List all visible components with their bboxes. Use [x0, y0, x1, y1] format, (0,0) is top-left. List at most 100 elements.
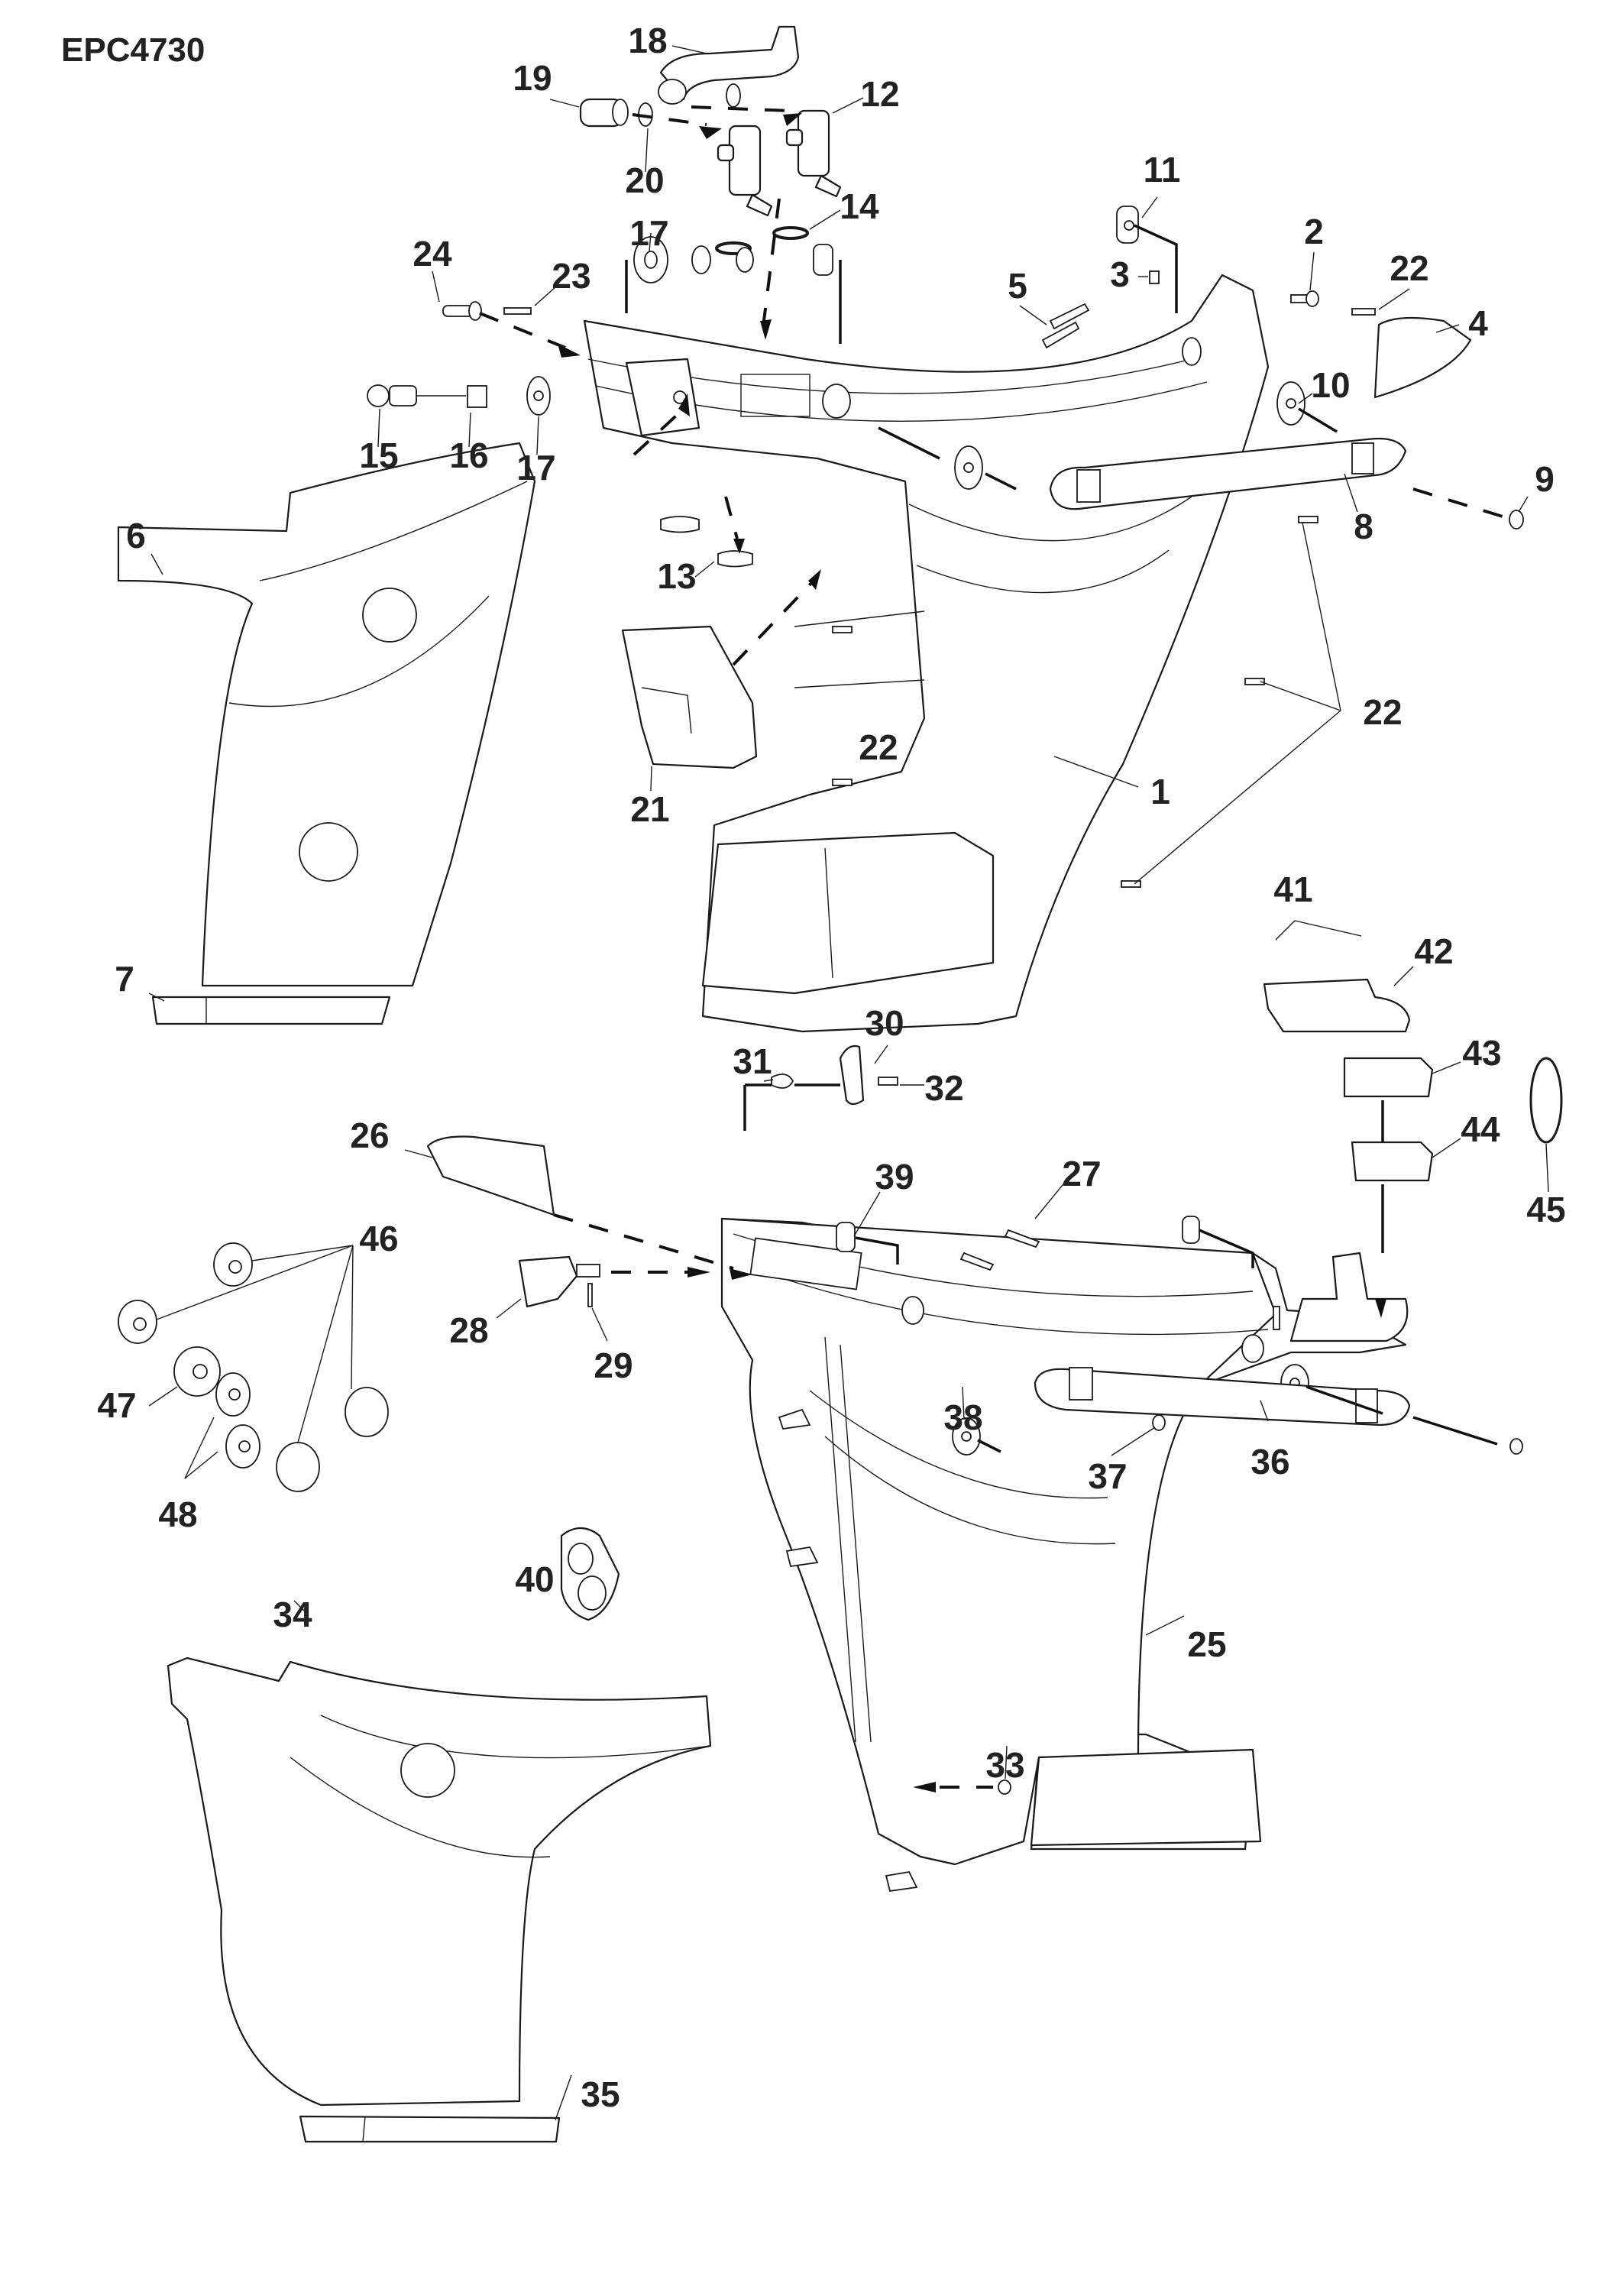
strip-part-35: [299, 2115, 561, 2143]
diagram-title: EPC4730: [61, 31, 205, 69]
strip-part-7: [151, 996, 391, 1025]
bracket-lower-right: [1289, 1252, 1409, 1342]
screw-part-33: [998, 1779, 1011, 1795]
connector-part-16: [467, 385, 487, 408]
callout-43: 43: [1462, 1033, 1501, 1073]
callout-17-lower: 17: [516, 448, 555, 487]
callout-1: 1: [1150, 772, 1170, 811]
screw-part-2: [1290, 290, 1319, 307]
o-ring-part-14: [715, 226, 809, 255]
grommet-part-17-top: [633, 236, 754, 283]
callout-2: 2: [1304, 212, 1324, 251]
callout-13: 13: [657, 556, 696, 596]
callout-11: 11: [1144, 150, 1181, 189]
callout-18: 18: [628, 21, 667, 60]
callout-15: 15: [359, 436, 398, 475]
cap-part-4: [1373, 316, 1472, 399]
callout-20: 20: [625, 160, 664, 200]
screw-part-37: [1152, 1414, 1166, 1431]
callout-22-right: 22: [1363, 692, 1402, 732]
fitting-part-19: [579, 98, 629, 128]
cap-part-26: [426, 1135, 555, 1216]
screw-part-9: [1509, 510, 1524, 529]
strap-part-36: [1034, 1367, 1411, 1426]
callout-46: 46: [359, 1219, 398, 1258]
callout-23: 23: [552, 256, 590, 296]
clip-nut-right: [1182, 1216, 1200, 1244]
callout-34: 34: [273, 1595, 312, 1634]
callout-3: 3: [1110, 254, 1130, 294]
washer-part-10-left: [954, 445, 983, 490]
callout-7: 7: [115, 959, 134, 999]
callout-41: 41: [1273, 870, 1312, 909]
pins-part-27: [959, 1229, 1040, 1271]
bushings-part-46: [118, 1242, 389, 1492]
screw-part-23: [503, 307, 532, 315]
callout-47: 47: [97, 1385, 136, 1425]
callout-30: 30: [865, 1003, 904, 1043]
cover-part-34: [167, 1656, 712, 2107]
callout-33: 33: [985, 1745, 1024, 1785]
callout-39: 39: [875, 1157, 914, 1197]
callout-24: 24: [413, 234, 452, 274]
callout-42: 42: [1414, 931, 1453, 971]
callout-26: 26: [350, 1116, 389, 1155]
callout-12: 12: [860, 74, 899, 114]
callout-35: 35: [581, 2074, 620, 2114]
callout-36: 36: [1250, 1442, 1289, 1482]
callout-38: 38: [943, 1397, 982, 1437]
clip-nut-part-39: [836, 1222, 856, 1252]
screw-part-22-right: [832, 516, 1318, 888]
callout-labels: 18 19 12 20 11 14 17 24 23 2 3 22 5 4 10…: [97, 21, 1565, 2114]
clamp-part-45: [1529, 1057, 1563, 1144]
plug-part-13: [660, 516, 753, 568]
callout-21: 21: [630, 789, 669, 829]
callout-22-mid: 22: [859, 727, 898, 767]
connector-part-44: [1351, 1141, 1434, 1182]
callout-25: 25: [1187, 1624, 1226, 1664]
callout-17-top: 17: [629, 213, 668, 253]
callout-37: 37: [1088, 1456, 1127, 1496]
screw-part-22-top: [1351, 308, 1376, 316]
callout-8: 8: [1354, 507, 1373, 546]
callout-45: 45: [1526, 1190, 1565, 1229]
sensor-part-15: [367, 384, 466, 407]
washers-part-48: [215, 1372, 260, 1469]
clamp-near-18: [726, 83, 741, 108]
handle-part-28: [518, 1255, 600, 1308]
bracket-part-21: [621, 625, 758, 769]
callout-4: 4: [1468, 303, 1488, 343]
bracket-part-42: [1263, 978, 1411, 1033]
lower-cowl-starboard-part-1: [583, 274, 1270, 1033]
callout-5: 5: [1008, 266, 1027, 306]
clip-part-31: [771, 1074, 794, 1089]
washer-part-17-lower: [526, 376, 551, 416]
valve-assembly-part-12: [785, 109, 842, 198]
screw-part-32: [878, 1077, 898, 1086]
callout-14: 14: [840, 186, 879, 226]
callout-40: 40: [515, 1559, 554, 1599]
hose-part-18: [658, 25, 800, 105]
strap-part-8: [1049, 437, 1407, 510]
assembly-lines: [479, 105, 1513, 1792]
connector-part-43: [1343, 1057, 1434, 1098]
pin-part-29: [587, 1283, 593, 1307]
valve-assembly-left: [717, 125, 773, 217]
cover-part-6: [117, 442, 536, 987]
callout-16: 16: [449, 436, 488, 475]
callout-44: 44: [1461, 1109, 1500, 1149]
callout-28: 28: [449, 1310, 488, 1350]
latch-part-30: [839, 1044, 865, 1106]
callout-10: 10: [1311, 365, 1350, 405]
leader-lines: [148, 45, 1549, 2121]
callout-27: 27: [1062, 1154, 1101, 1193]
washer-part-38: [952, 1417, 981, 1456]
callout-9: 9: [1535, 459, 1555, 499]
callout-22-top: 22: [1390, 248, 1428, 288]
callout-6: 6: [126, 516, 146, 555]
callout-31: 31: [733, 1041, 772, 1081]
callout-19: 19: [513, 58, 552, 98]
callout-32: 32: [924, 1068, 963, 1108]
pin-part-24: [442, 301, 482, 321]
callout-29: 29: [594, 1346, 633, 1385]
